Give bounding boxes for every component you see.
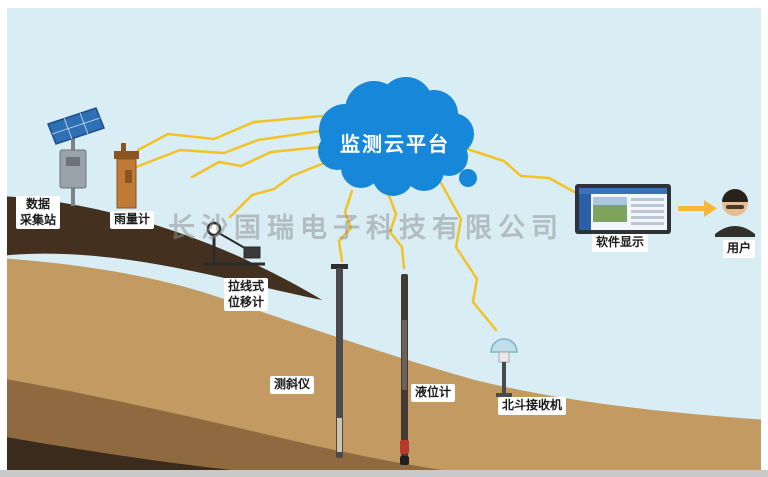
label-liquid-level-meter: 液位计 [411,384,456,402]
inclinometer-rod-icon [331,264,348,458]
label-rain-gauge: 雨量计 [110,211,155,229]
label-displacement-meter: 拉线式 位移计 [224,278,269,312]
frame-left [0,0,7,477]
label-data-station: 数据 采集站 [16,196,61,230]
lightning-bolt-icon [134,129,322,169]
data-station-icon [47,107,105,206]
lightning-bolt-icon [136,114,324,152]
label-software-display: 软件显示 [592,234,649,252]
beidou-antenna-icon [490,338,518,397]
level-meter-rod-icon [400,274,409,465]
label-user: 用户 [723,240,756,258]
terrain-lower-band [0,378,470,477]
pulley-displacement-icon [204,221,265,266]
terrain-top-dark-layer [0,196,322,300]
cloud-platform-title: 监测云平台 [340,132,450,156]
data-station-box-icon [59,149,87,189]
frame-right [761,0,768,477]
lightning-bolt-icon [465,147,580,196]
monitor-icon [575,184,671,234]
lightning-bolt-icon [337,189,354,263]
frame-top [0,0,768,8]
lightning-bolt-icon [228,161,326,219]
lightning-bolt-icon [386,191,406,270]
frame-bottom-strip [0,470,768,477]
person-icon [715,189,755,237]
label-beidou-receiver: 北斗接收机 [498,397,567,415]
lightning-bolt-icon [190,145,323,179]
arrow-right-icon [678,200,717,217]
label-inclinometer: 测斜仪 [270,376,315,394]
terrain-bottom-dark-layer [0,436,312,477]
cloud-icon [318,77,477,196]
lightning-bolt-icon [439,181,498,332]
signal-bolts [134,114,580,332]
rain-gauge-icon [114,143,139,209]
